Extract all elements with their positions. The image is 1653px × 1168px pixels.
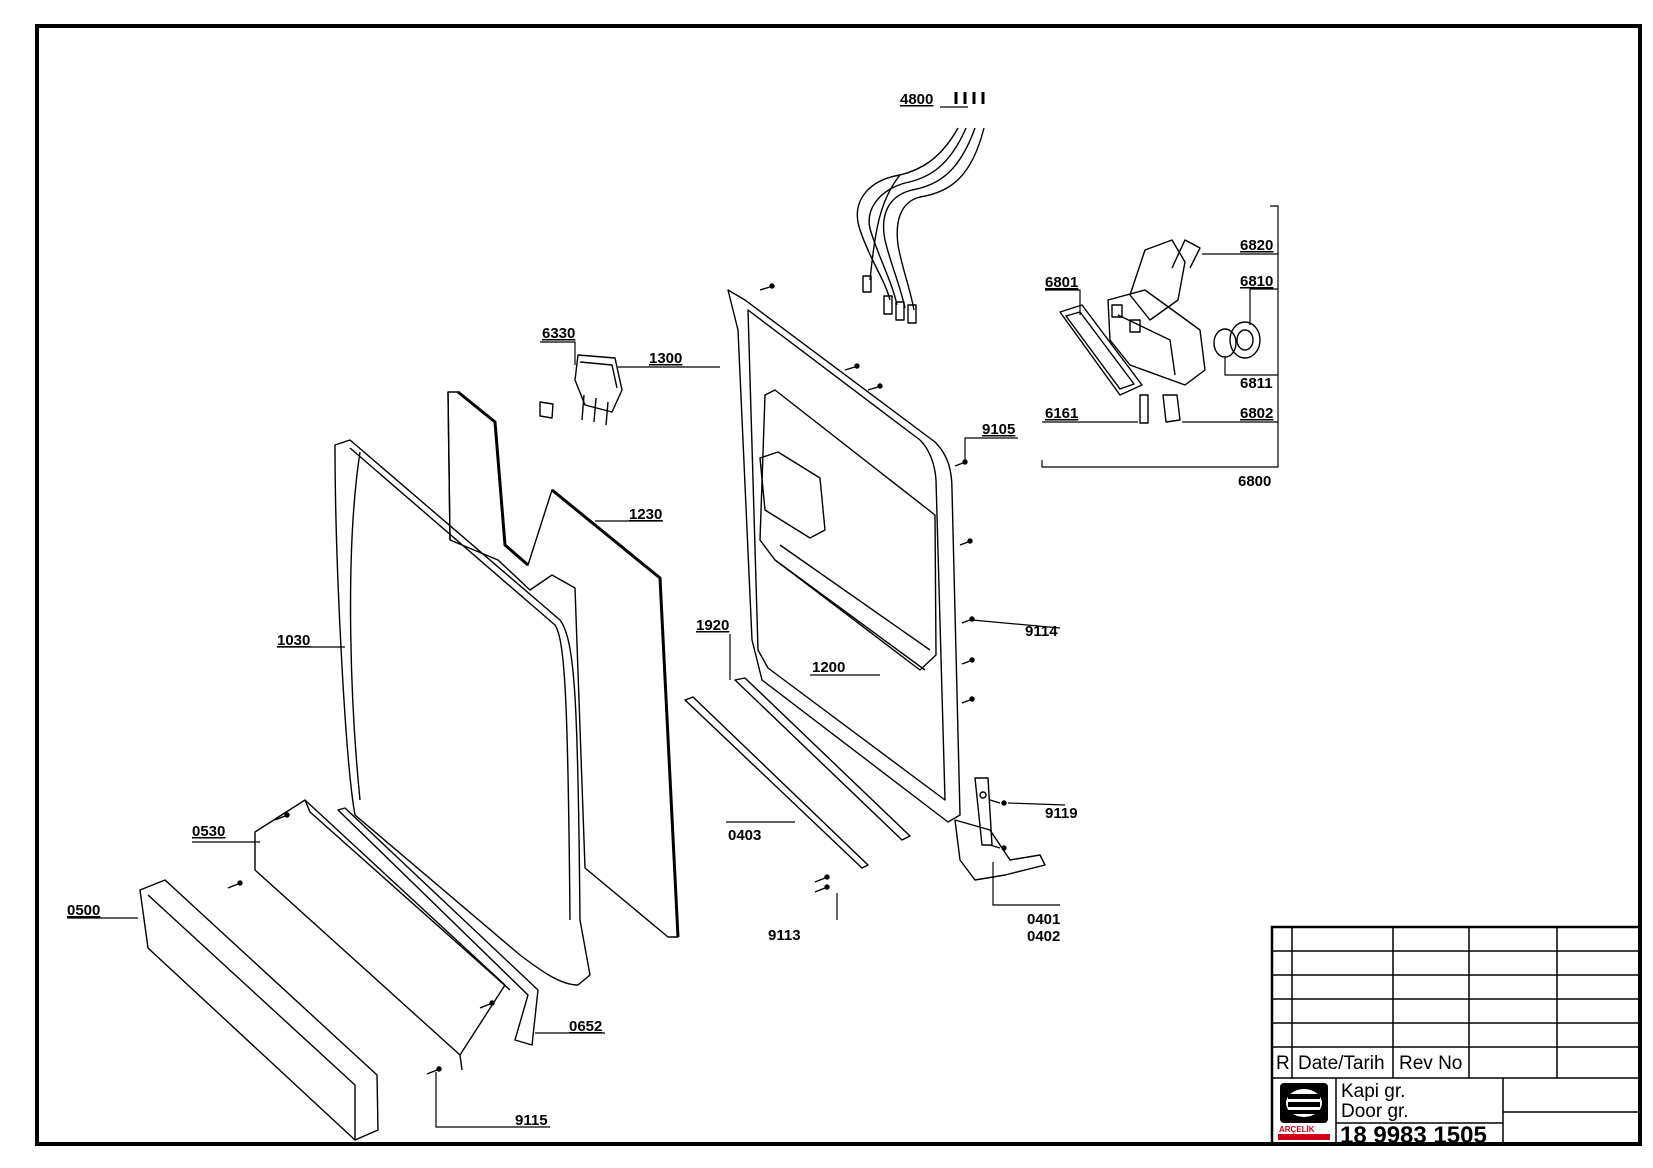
label-1200: 1200 xyxy=(812,659,845,676)
label-0401: 0401 xyxy=(1027,911,1060,928)
door-hinge xyxy=(954,777,1046,881)
kickplate-bracket xyxy=(254,799,511,1071)
lower-strip xyxy=(684,696,869,869)
label-6800: 6800 xyxy=(1238,473,1271,490)
revision-header: R xyxy=(1276,1053,1290,1074)
date-header: Date/Tarih xyxy=(1298,1053,1385,1074)
label-0530: 0530 xyxy=(192,823,225,840)
insulation-strip xyxy=(337,807,539,1046)
label-9115: 9115 xyxy=(515,1112,548,1129)
wiring-harness xyxy=(856,92,985,324)
label-6820: 6820 xyxy=(1240,237,1273,254)
label-6810: 6810 xyxy=(1240,273,1273,290)
screws xyxy=(227,283,1007,1075)
logo-text: ARÇELİK xyxy=(1279,1125,1315,1134)
label-1230: 1230 xyxy=(629,506,662,523)
label-9105: 9105 xyxy=(982,421,1015,438)
label-6802: 6802 xyxy=(1240,405,1273,422)
title-block: R Date/Tarih Rev No Kapi gr. Door gr. 18… xyxy=(1270,925,1642,1149)
label-0500: 0500 xyxy=(67,902,100,919)
switch-module xyxy=(539,354,623,426)
label-6811: 6811 xyxy=(1240,375,1273,392)
arcelik-logo: ARÇELİK xyxy=(1278,1083,1330,1140)
door-seal-strip xyxy=(734,677,911,841)
label-0402: 0402 xyxy=(1027,928,1060,945)
label-9114: 9114 xyxy=(1025,623,1058,640)
drawing-number: 18 9983 1505 xyxy=(1340,1122,1487,1149)
insulation-blanket xyxy=(447,390,680,938)
drawing-name-en: Door gr. xyxy=(1341,1101,1409,1122)
label-6330: 6330 xyxy=(542,325,575,342)
label-6801: 6801 xyxy=(1045,274,1078,291)
group-6800-bracket xyxy=(1041,205,1279,468)
label-1920: 1920 xyxy=(696,617,729,634)
label-0652: 0652 xyxy=(569,1018,602,1035)
kickplate xyxy=(139,879,379,1141)
label-1030: 1030 xyxy=(277,632,310,649)
drawing-border xyxy=(35,24,1642,1146)
label-9119: 9119 xyxy=(1045,805,1078,822)
part-labels: 4800 6820 6801 6810 6811 6161 6802 6800 … xyxy=(67,91,1273,1129)
label-0403: 0403 xyxy=(728,827,761,844)
label-1300: 1300 xyxy=(649,350,682,367)
rev-no-header: Rev No xyxy=(1399,1053,1462,1074)
detergent-dispenser-assembly xyxy=(1059,239,1261,424)
outer-door-panel xyxy=(334,439,591,986)
label-6161: 6161 xyxy=(1045,405,1078,422)
label-4800: 4800 xyxy=(900,91,933,108)
drawing-name-tr: Kapi gr. xyxy=(1341,1081,1405,1102)
leader-lines xyxy=(67,106,1278,1128)
inner-door-frame xyxy=(727,289,961,823)
label-9113: 9113 xyxy=(768,927,801,944)
